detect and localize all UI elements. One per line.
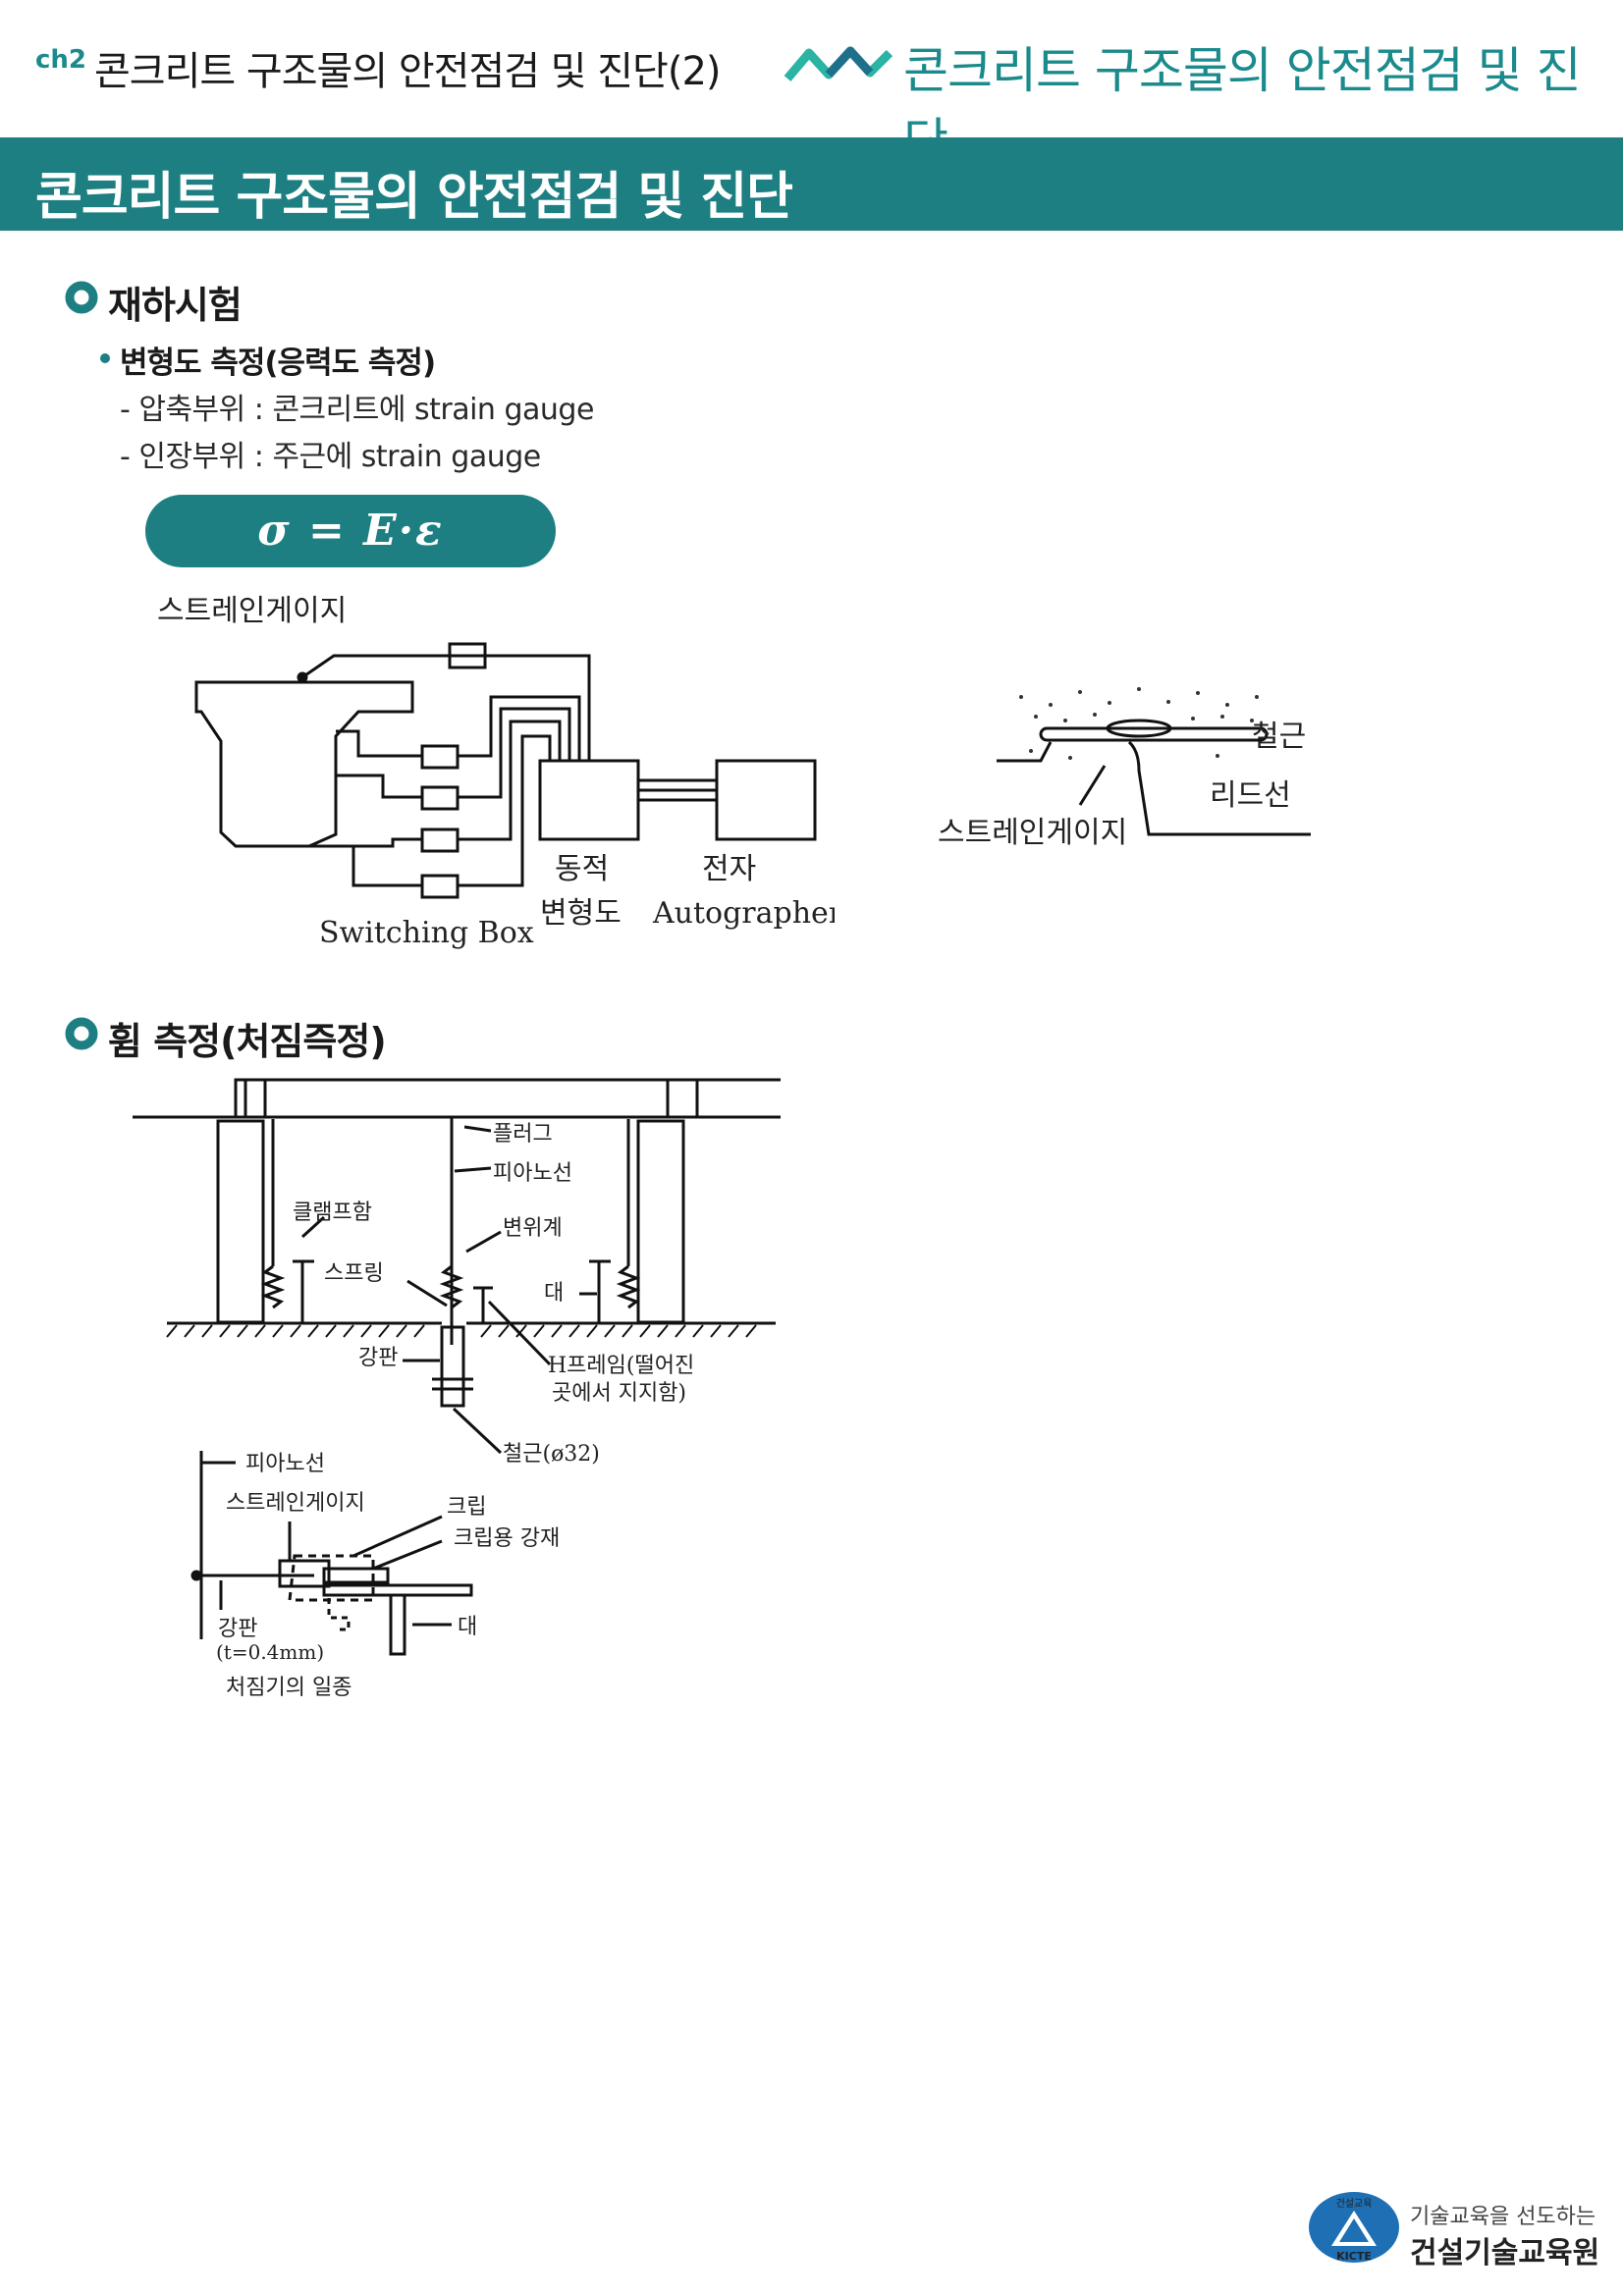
label-autographer: Autographer (652, 896, 835, 931)
label-steel-plate-2: 강판 (218, 1617, 257, 1641)
label-clip: 크립 (447, 1495, 486, 1520)
label-hframe-2: 곳에서 지지함) (552, 1381, 686, 1406)
label-plug: 플러그 (493, 1122, 553, 1147)
label-displacement-gauge: 변위계 (503, 1216, 563, 1241)
label-rebar-32: 철근(ø32) (503, 1442, 600, 1467)
label-switching-box: Switching Box (319, 916, 534, 950)
label-clamp: 클램프함 (293, 1201, 372, 1225)
svg-text:KICTE: KICTE (1336, 2250, 1372, 2263)
label-dynamic-1: 동적 (555, 852, 609, 886)
brand-mark-icon (784, 46, 893, 81)
section-ring-icon (65, 1017, 98, 1050)
line-compression: - 압축부위 : 콘크리트에 strain gauge (120, 393, 594, 427)
footer-slogan: 기술교육을 선도하는 (1410, 2205, 1596, 2229)
label-dynamic-2: 변형도 (540, 896, 622, 931)
label-strain-gauge: 스트레인게이지 (157, 594, 347, 628)
label-clip-steel: 크립용 강재 (454, 1526, 560, 1551)
line-tension: - 인장부위 : 주근에 strain gauge (120, 440, 541, 474)
label-spring: 스프링 (324, 1261, 384, 1286)
label-stand: 대 (544, 1281, 564, 1306)
page-header: ch2 콘크리트 구조물의 안전점검 및 진단(2) 콘크리트 구조물의 안전점… (0, 0, 1623, 170)
formula-stress-strain: σ = E·ε (145, 495, 556, 567)
deflection-setup-diagram: 플러그 피아노선 클램프함 변위계 스프링 대 강판 H프레임(떨어진 곳에서 … (133, 1078, 781, 1467)
footer-org-name: 건설기술교육원 (1410, 2236, 1600, 2270)
deflection-clip-diagram: 피아노선 스트레인게이지 크립 크립용 강재 강판 (t=0.4mm) 대 처짐… (190, 1451, 560, 1700)
label-electronic-1: 전자 (702, 852, 756, 886)
banner-title: 콘크리트 구조물의 안전점검 및 진단 (35, 168, 793, 227)
section-title-flexure: 휨 측정(처짐즉정) (108, 1020, 387, 1063)
label-rebar: 철근 (1252, 720, 1306, 754)
label-piano-wire-2: 피아노선 (245, 1452, 325, 1476)
kicte-logo-icon: 건설교육 KICTE (1309, 2192, 1399, 2263)
label-strain-gauge-2: 스트레인게이지 (226, 1491, 365, 1516)
chapter-tag: ch2 (35, 45, 87, 75)
label-steel-plate: 강판 (358, 1346, 398, 1370)
rebar-gauge-diagram: 철근 리드선 스트레인게이지 (938, 687, 1311, 850)
label-hframe-1: H프레임(떨어진 (548, 1354, 694, 1378)
page-title: 콘크리트 구조물의 안전점검 및 진단(2) (94, 49, 722, 94)
bullet-strain-measurement: 변형도 측정(응력도 측정) (120, 346, 436, 381)
section-title-load-test: 재하시험 (108, 284, 243, 327)
label-piano-wire: 피아노선 (493, 1161, 572, 1186)
section-ring-icon (65, 281, 98, 314)
bullet-icon (100, 353, 110, 363)
caption-deflection-meter: 처짐기의 일종 (226, 1676, 352, 1700)
strain-measurement-diagram: 스트레인게이지 Switching Box 동적 변형도 전자 Autograp… (157, 594, 835, 950)
label-stand-2: 대 (458, 1615, 477, 1639)
label-lead-wire: 리드선 (1210, 778, 1291, 813)
label-strain-gauge-right: 스트레인게이지 (938, 816, 1127, 850)
title-banner: 콘크리트 구조물의 안전점검 및 진단 (0, 137, 1623, 231)
svg-text:건설교육: 건설교육 (1336, 2198, 1373, 2210)
label-thickness: (t=0.4mm) (216, 1640, 324, 1664)
